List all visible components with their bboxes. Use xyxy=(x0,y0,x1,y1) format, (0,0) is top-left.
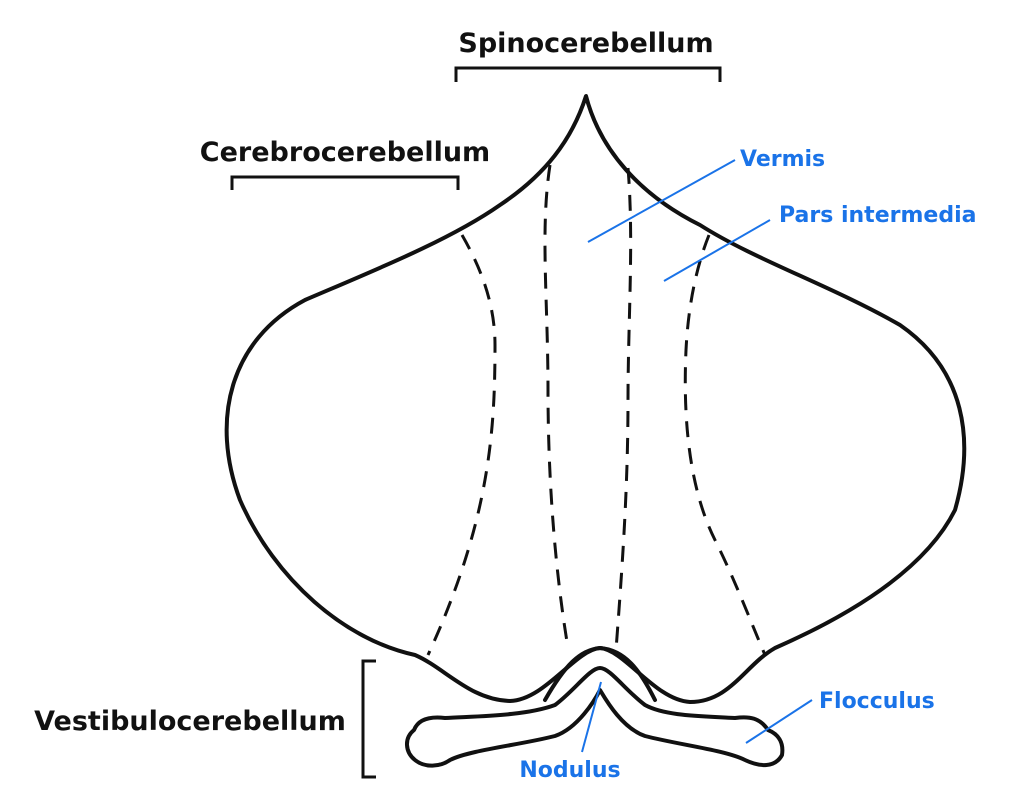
nodulus-label: Nodulus xyxy=(519,758,620,783)
right-hemisphere-boundary xyxy=(683,234,767,656)
flocculus-label: Flocculus xyxy=(819,689,935,714)
nodulus-shape xyxy=(543,646,657,702)
cerebrocerebellum-bracket xyxy=(230,175,460,190)
flocculus-leader-line xyxy=(745,699,813,744)
pars-intermedia-leader-line xyxy=(663,219,771,282)
vermis-label: Vermis xyxy=(740,147,825,172)
cerebellum-outline xyxy=(224,94,967,704)
right-vermis-boundary xyxy=(614,167,633,651)
flocculus-shape xyxy=(405,666,785,768)
nodulus-leader-line xyxy=(581,681,602,753)
left-vermis-boundary xyxy=(543,164,570,649)
left-hemisphere-boundary xyxy=(426,234,497,656)
vermis-leader-line xyxy=(587,159,736,243)
spinocerebellum-bracket xyxy=(454,66,722,82)
cerebrocerebellum-label: Cerebrocerebellum xyxy=(200,137,490,168)
vestibulocerebellum-bracket xyxy=(361,659,376,779)
spinocerebellum-label: Spinocerebellum xyxy=(458,28,713,59)
vestibulocerebellum-label: Vestibulocerebellum xyxy=(34,706,346,737)
pars-intermedia-label: Pars intermedia xyxy=(779,203,976,228)
